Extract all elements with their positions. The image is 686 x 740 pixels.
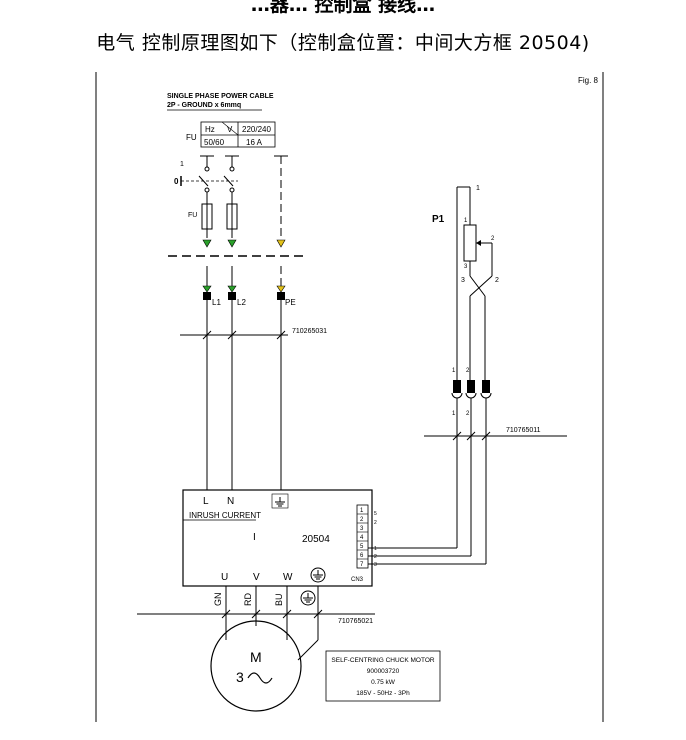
signal-connector: 1 2 1 2 [451,368,492,417]
svg-text:185V - 50Hz - 3Ph: 185V - 50Hz - 3Ph [356,690,410,697]
svg-text:2: 2 [466,411,470,417]
svg-text:2: 2 [495,277,499,284]
svg-text:1: 1 [374,546,377,552]
cut-off-title: …器… 控制盒 接线… [250,0,436,16]
cable-code-1: 710265031 [292,328,327,335]
svg-text:FU: FU [188,212,197,219]
terminal-pe: PE [285,298,296,307]
motor-nameplate: SELF-CENTRING CHUCK MOTOR 900003720 0.75… [325,650,441,702]
svg-text:220/240: 220/240 [242,125,271,134]
svg-text:1: 1 [452,411,456,417]
svg-text:U: U [221,572,228,583]
cable-title: SINGLE PHASE POWER CABLE [167,93,274,100]
svg-text:900003720: 900003720 [367,668,400,675]
svg-text:FU: FU [186,133,197,142]
svg-text:CN3: CN3 [351,577,364,583]
wire-rd: RD [243,593,253,606]
main-switch: 1 0 [174,155,288,238]
svg-text:P1: P1 [432,214,445,225]
cn3-terminal-strip: 1 2 3 4 5 6 7 5 2 1 2 3 [356,504,377,569]
svg-text:V: V [227,125,233,134]
svg-text:0.75 kW: 0.75 kW [371,679,396,686]
svg-text:M: M [250,649,262,665]
terminal-l1: L1 [212,298,221,307]
svg-text:16 A: 16 A [246,138,263,147]
svg-text:2: 2 [491,236,495,242]
svg-text:W: W [283,572,293,583]
svg-text:SELF-CENTRING CHUCK MOTOR: SELF-CENTRING CHUCK MOTOR [331,657,434,664]
svg-text:2: 2 [466,368,470,374]
svg-text:1: 1 [452,368,456,374]
svg-text:2: 2 [360,517,364,523]
svg-text:5: 5 [374,511,377,517]
fuses: FU [188,203,238,238]
svg-text:Hz: Hz [205,125,215,134]
svg-text:6: 6 [360,553,364,559]
wire-bu: BU [274,593,284,606]
motor-symbol: M 3 [210,620,302,712]
svg-text:I: I [253,532,256,543]
cable-code-3: 710765021 [338,618,373,625]
cable-code-2: 710765011 [506,427,541,434]
yellow-arrow [276,239,286,248]
svg-text:1: 1 [360,508,364,514]
svg-text:5: 5 [360,544,364,550]
svg-text:1: 1 [476,185,480,192]
svg-text:20504: 20504 [302,534,330,545]
control-box-20504: L N INRUSH CURRENT I 20504 U V W CN3 [182,489,373,587]
green-arrow [202,239,212,248]
svg-text:3: 3 [464,264,468,270]
rating-table: FU Hz V 220/240 50/60 16 A [186,121,276,148]
svg-text:L: L [203,496,209,507]
yellow-arrow [276,285,286,293]
svg-text:INRUSH CURRENT: INRUSH CURRENT [189,511,261,520]
svg-text:7: 7 [360,562,364,568]
fig-label: Fig. 8 [578,76,599,85]
svg-text:2: 2 [374,554,377,560]
green-arrow [227,239,237,248]
svg-text:1: 1 [180,161,184,168]
svg-text:1: 1 [464,218,468,224]
svg-text:3: 3 [360,526,364,532]
svg-text:3: 3 [374,562,377,568]
green-arrow [227,285,237,293]
green-arrow [202,285,212,293]
terminal-l2: L2 [237,298,246,307]
svg-text:2: 2 [374,520,377,526]
svg-text:3: 3 [236,669,244,685]
svg-text:50/60: 50/60 [204,138,225,147]
svg-text:V: V [253,572,260,583]
svg-text:N: N [227,496,234,507]
svg-text:0: 0 [174,177,179,186]
page-heading: 电气 控制原理图如下（控制盒位置：中间大方框 20504) [96,32,590,54]
motor-ground-icon [300,590,316,606]
wire-gn: GN [213,593,223,607]
potentiometer-p1: P1 1 1 2 3 3 2 [432,185,499,380]
svg-text:3: 3 [461,277,465,284]
svg-text:4: 4 [360,535,364,541]
cable-spec: 2P - GROUND x 6mmq [167,102,241,109]
